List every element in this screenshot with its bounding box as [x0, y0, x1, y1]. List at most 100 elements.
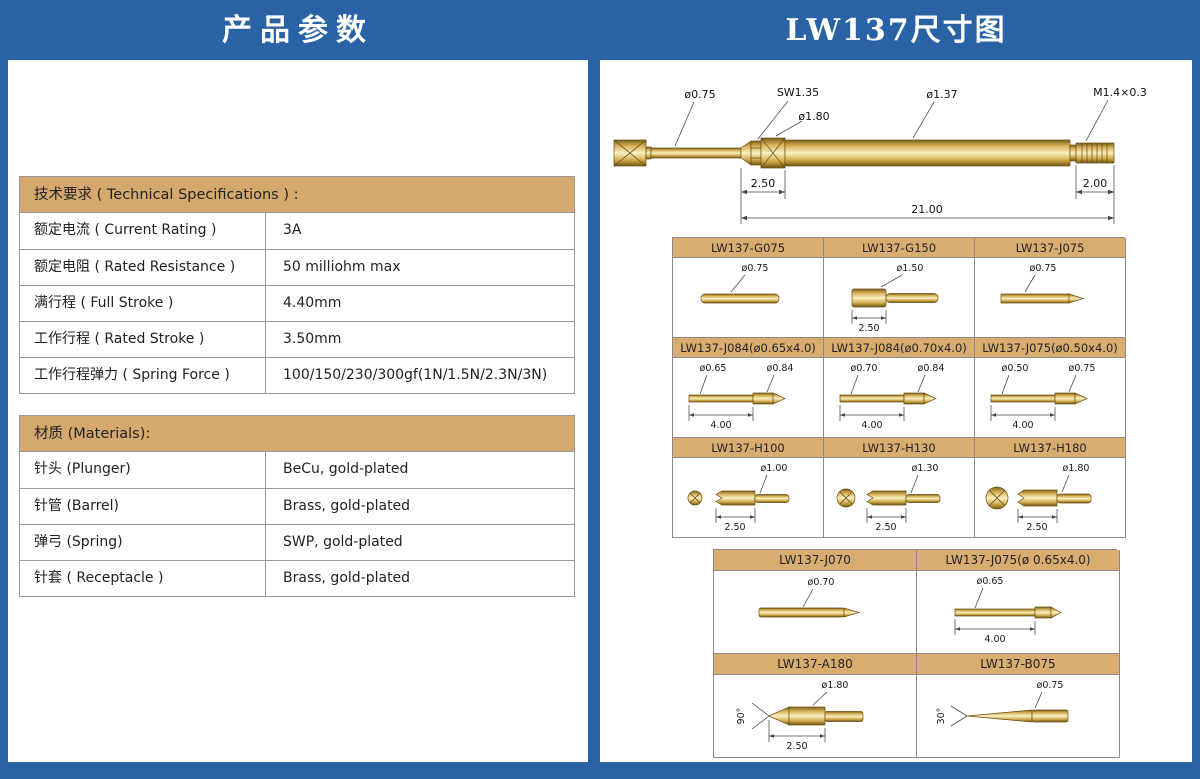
probe-body	[613, 137, 1115, 169]
dim-label: ø0.84	[918, 363, 945, 374]
dim-hex: SW1.35	[777, 86, 819, 99]
drawing-h130: ø1.30 2.50	[836, 463, 941, 533]
dim-label: ø0.75	[1069, 363, 1096, 374]
variant-cell-j075: ø0.75	[975, 258, 1126, 338]
material-row-barrel: 针管 (Barrel) Brass, gold-plated	[20, 488, 574, 524]
dim-label: 4.00	[984, 634, 1005, 645]
dim-label: 4.00	[1012, 420, 1033, 431]
variant-cell-h180: ø1.80 2.50	[975, 458, 1126, 538]
drawing-j075: ø0.75	[1000, 263, 1085, 303]
variant-grid-upper: LW137-G075 LW137-G150 LW137-J075 ø0.75	[672, 237, 1126, 538]
variant-header-j075b: LW137-J075(ø0.50x4.0)	[975, 338, 1126, 358]
dim-collar-length: 2.50	[751, 177, 776, 190]
drawing-j075b: ø0.50 ø0.75 4.00	[990, 363, 1096, 431]
dim-label: ø1.80	[1063, 463, 1090, 474]
drawing-g075: ø0.75	[700, 263, 780, 303]
variant-header-j084b: LW137-J084(ø0.70x4.0)	[824, 338, 975, 358]
row-value: 3.50mm	[283, 331, 342, 347]
row-label: 弹弓 (Spring)	[20, 525, 266, 560]
material-row-spring: 弹弓 (Spring) SWP, gold-plated	[20, 524, 574, 560]
drawing-g150: ø1.50 2.50	[851, 263, 939, 334]
variant-cell-g150: ø1.50 2.50	[824, 258, 975, 338]
materials-table-header: 材质 (Materials):	[20, 416, 574, 452]
row-label: 针套 ( Receptacle )	[20, 561, 266, 596]
variant-header-j075c: LW137-J075(ø 0.65x4.0)	[917, 550, 1120, 571]
variant-cell-b075: ø0.75 30°	[917, 675, 1120, 758]
dimensions-panel: ø0.75 SW1.35 ø1.80 ø1.37 M1.4×0.3 2.50 2…	[600, 60, 1192, 762]
variant-header-g075: LW137-G075	[673, 238, 824, 258]
dim-total-length: 21.00	[911, 203, 943, 216]
row-value: SWP, gold-plated	[283, 534, 403, 550]
row-value: 50 milliohm max	[283, 259, 401, 275]
dim-label: ø1.00	[761, 463, 788, 474]
variant-header-h130: LW137-H130	[824, 438, 975, 458]
variant-header-g150: LW137-G150	[824, 238, 975, 258]
technical-specs-table: 技术要求 ( Technical Specifications ) : 额定电流…	[19, 176, 575, 394]
dim-label: 4.00	[861, 420, 882, 431]
variant-cell-j070: ø0.70	[714, 571, 917, 654]
dim-label: 2.50	[1026, 522, 1047, 533]
row-value: BeCu, gold-plated	[283, 461, 409, 477]
variant-cell-g075: ø0.75	[673, 258, 824, 338]
variant-header-h100: LW137-H100	[673, 438, 824, 458]
row-label: 工作行程弹力 ( Spring Force )	[20, 358, 266, 393]
variant-cell-a180: ø1.80 2.50 90°	[714, 675, 917, 758]
angle-label: 90°	[736, 707, 747, 724]
row-value: 3A	[283, 222, 302, 238]
specs-table-header: 技术要求 ( Technical Specifications ) :	[20, 177, 574, 213]
dim-label: ø1.30	[912, 463, 939, 474]
drawing-h180: ø1.80 2.50	[985, 463, 1092, 533]
variant-cell-j075b: ø0.50 ø0.75 4.00	[975, 358, 1126, 438]
dim-label: ø0.70	[851, 363, 878, 374]
variant-cell-h100: ø1.00 2.50	[673, 458, 824, 538]
drawing-a180: ø1.80 2.50 90°	[736, 680, 864, 752]
variant-cell-j075c: ø0.65 4.00	[917, 571, 1120, 654]
angle-label: 30°	[936, 707, 947, 724]
row-label: 针管 (Barrel)	[20, 489, 266, 524]
row-label: 额定电流 ( Current Rating )	[20, 213, 266, 249]
specs-panel: 技术要求 ( Technical Specifications ) : 额定电流…	[8, 60, 588, 762]
dim-label: ø1.80	[822, 680, 849, 691]
dim-label: ø0.75	[742, 263, 769, 274]
spec-row-rated-resistance: 额定电阻 ( Rated Resistance ) 50 milliohm ma…	[20, 249, 574, 285]
dim-label: 2.50	[724, 522, 745, 533]
dim-label: 4.00	[710, 420, 731, 431]
drawing-j084a: ø0.65 ø0.84 4.00	[688, 363, 794, 431]
dim-label: ø0.50	[1002, 363, 1029, 374]
row-value: 4.40mm	[283, 295, 342, 311]
row-value: Brass, gold-plated	[283, 498, 411, 514]
dim-label: ø0.75	[1037, 680, 1064, 691]
row-value: Brass, gold-plated	[283, 570, 411, 586]
material-row-plunger: 针头 (Plunger) BeCu, gold-plated	[20, 452, 574, 488]
materials-table: 材质 (Materials): 针头 (Plunger) BeCu, gold-…	[19, 415, 575, 597]
row-label: 满行程 ( Full Stroke )	[20, 286, 266, 321]
variant-cell-h130: ø1.30 2.50	[824, 458, 975, 538]
variant-header-b075: LW137-B075	[917, 654, 1120, 675]
row-value: 100/150/230/300gf(1N/1.5N/2.3N/3N)	[283, 367, 548, 383]
variant-cell-j084a: ø0.65 ø0.84 4.00	[673, 358, 824, 438]
drawing-j075c: ø0.65 4.00	[954, 576, 1062, 645]
dim-crimp-dia: ø1.80	[798, 110, 829, 123]
row-label: 工作行程 ( Rated Stroke )	[20, 322, 266, 357]
dim-thread-length: 2.00	[1083, 177, 1108, 190]
variant-header-a180: LW137-A180	[714, 654, 917, 675]
variant-header-j075: LW137-J075	[975, 238, 1126, 258]
variant-header-j084a: LW137-J084(ø0.65x4.0)	[673, 338, 824, 358]
spec-row-full-stroke: 满行程 ( Full Stroke ) 4.40mm	[20, 285, 574, 321]
dim-label: 2.50	[875, 522, 896, 533]
dim-label: ø0.65	[977, 576, 1004, 587]
dim-label: ø0.65	[700, 363, 727, 374]
dim-plunger-dia: ø0.75	[684, 88, 715, 101]
dimension-lines	[674, 99, 1115, 224]
left-panel-title: 产品参数	[222, 13, 374, 48]
dim-label: 2.50	[858, 323, 879, 334]
drawing-h100: ø1.00 2.50	[687, 463, 790, 533]
dim-thread: M1.4×0.3	[1093, 86, 1147, 99]
dim-label: ø0.84	[767, 363, 794, 374]
main-probe-drawing: ø0.75 SW1.35 ø1.80 ø1.37 M1.4×0.3 2.50 2…	[613, 86, 1147, 224]
variant-header-h180: LW137-H180	[975, 438, 1126, 458]
dim-label: ø0.70	[808, 577, 835, 588]
row-label: 针头 (Plunger)	[20, 452, 266, 488]
variant-cell-j084b: ø0.70 ø0.84 4.00	[824, 358, 975, 438]
